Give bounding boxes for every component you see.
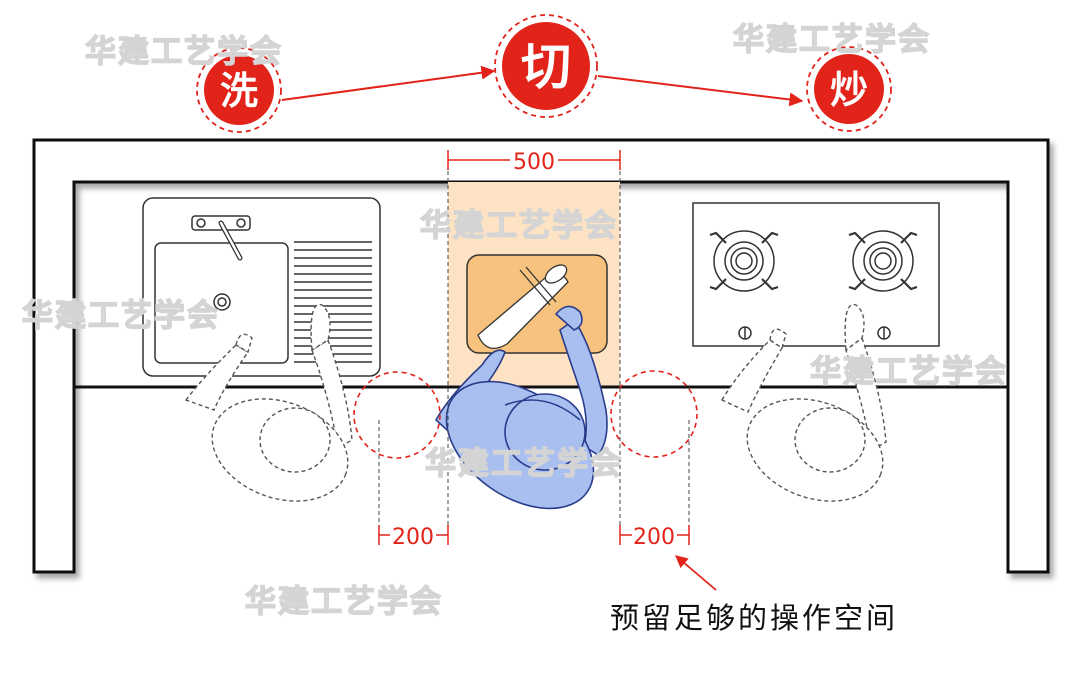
watermark: 华建工艺学会 (733, 22, 931, 58)
clearance-circle-right (610, 370, 698, 458)
watermark: 华建工艺学会 (22, 298, 220, 334)
sink (142, 197, 381, 377)
person-at-sink (184, 303, 353, 502)
burner-right-icon (848, 230, 918, 292)
step-badge-fry: 炒 (806, 46, 892, 132)
dimension-extension-lines (378, 150, 690, 540)
dimension-gap-left (378, 525, 449, 545)
watermark: 华建工艺学会 (810, 354, 1008, 390)
step-badge-cut: 切 (494, 14, 598, 118)
dimension-gap-right (619, 525, 690, 545)
dimension-work-width (447, 150, 621, 170)
dimension-gap-right-label: 200 (633, 525, 675, 550)
stove (692, 202, 940, 347)
clearance-circle-left (353, 371, 441, 459)
cutting-board (466, 254, 608, 354)
drain-icon (213, 293, 231, 311)
person-at-stove (720, 303, 887, 502)
dimension-gap-left-label: 200 (392, 525, 434, 550)
watermark: 华建工艺学会 (420, 208, 618, 244)
step-badge-wash: 洗 (196, 47, 282, 133)
counter-outline (32, 138, 1050, 574)
dimension-work-width-label: 500 (513, 150, 555, 175)
flow-arrow-wash-to-cut (281, 65, 496, 101)
watermark: 华建工艺学会 (245, 584, 443, 620)
person-cutting (434, 305, 608, 510)
step-label-cut: 切 (521, 38, 571, 96)
note-pointer-arrow (675, 555, 717, 591)
drainboard-ridges (294, 241, 372, 363)
watermark: 华建工艺学会 (85, 34, 283, 70)
faucet-base (191, 215, 251, 231)
note-text: 预留足够的操作空间 (610, 601, 898, 635)
step-label-wash: 洗 (220, 69, 258, 113)
flow-arrow-cut-to-fry (597, 75, 804, 107)
watermark: 华建工艺学会 (425, 446, 623, 482)
step-label-fry: 炒 (830, 68, 868, 112)
watermarks: 华建工艺学会 华建工艺学会 华建工艺学会 华建工艺学会 华建工艺学会 华建工艺学… (21, 21, 1008, 620)
burner-left-icon (709, 230, 779, 292)
